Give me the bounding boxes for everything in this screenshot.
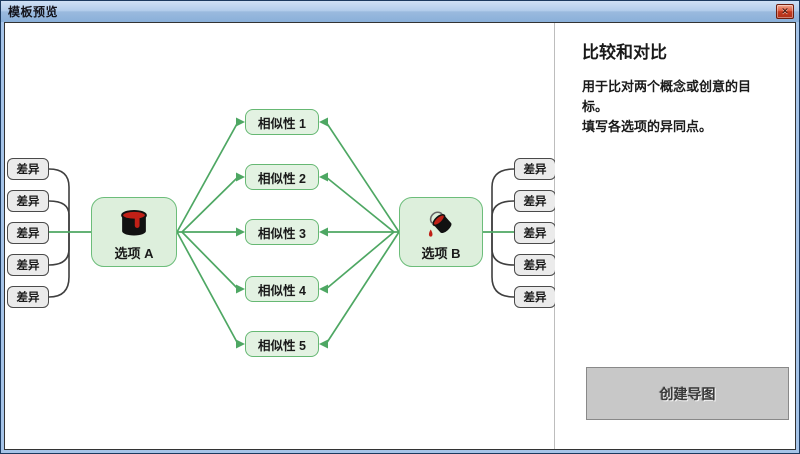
node-difference-left: 差异 <box>7 222 49 244</box>
node-difference-right: 差异 <box>514 190 556 212</box>
node-label: 差异 <box>523 260 547 272</box>
node-label: 相似性 3 <box>258 226 306 241</box>
node-label: 差异 <box>523 292 547 304</box>
node-difference-right: 差异 <box>514 158 556 180</box>
node-label: 相似性 4 <box>258 283 306 298</box>
node-difference-left: 差异 <box>7 190 49 212</box>
create-map-button[interactable]: 创建导图 <box>586 367 789 420</box>
node-label: 相似性 5 <box>258 338 306 353</box>
template-description: 用于比对两个概念或创意的目标。 填写各选项的异同点。 <box>582 77 775 137</box>
node-similarity: 相似性 1 <box>245 109 319 135</box>
node-label: 差异 <box>523 196 547 208</box>
node-label: 差异 <box>16 292 40 304</box>
node-label: 相似性 2 <box>258 171 306 186</box>
node-label: 差异 <box>16 196 40 208</box>
diagram-connector-lines <box>48 117 515 349</box>
node-label: 差异 <box>523 228 547 240</box>
paint-can-icon <box>121 209 147 236</box>
node-label: 选项 B <box>421 246 461 261</box>
close-icon[interactable]: ✕ <box>776 4 794 19</box>
node-label: 差异 <box>16 228 40 240</box>
node-similarity: 相似性 2 <box>245 164 319 190</box>
template-preview-canvas: 差异 差异 差异 差异 差异 差异 差异 差异 差异 差异 相似性 1 相似性 … <box>5 23 556 449</box>
titlebar[interactable]: 模板预览 ✕ <box>1 1 799 22</box>
description-line: 用于比对两个概念或创意的目标。 <box>582 79 752 114</box>
node-difference-left: 差异 <box>7 158 49 180</box>
paint-pour-icon <box>428 211 452 237</box>
node-option-b: 选项 B <box>399 197 483 267</box>
node-difference-right: 差异 <box>514 286 556 308</box>
node-difference-left: 差异 <box>7 286 49 308</box>
node-option-a: 选项 A <box>91 197 177 267</box>
template-info-panel: 比较和对比 用于比对两个概念或创意的目标。 填写各选项的异同点。 创建导图 <box>555 23 795 449</box>
node-label: 选项 A <box>114 246 154 261</box>
dialog-content: 差异 差异 差异 差异 差异 差异 差异 差异 差异 差异 相似性 1 相似性 … <box>4 22 796 450</box>
template-title: 比较和对比 <box>582 43 667 62</box>
node-label: 差异 <box>523 164 547 176</box>
window-title: 模板预览 <box>8 5 59 19</box>
node-label: 相似性 1 <box>258 116 306 131</box>
node-similarity: 相似性 4 <box>245 276 319 302</box>
node-difference-right: 差异 <box>514 222 556 244</box>
node-difference-left: 差异 <box>7 254 49 276</box>
node-similarity: 相似性 3 <box>245 219 319 245</box>
node-label: 差异 <box>16 164 40 176</box>
description-line: 填写各选项的异同点。 <box>582 119 713 134</box>
node-difference-right: 差异 <box>514 254 556 276</box>
node-label: 差异 <box>16 260 40 272</box>
node-similarity: 相似性 5 <box>245 331 319 357</box>
